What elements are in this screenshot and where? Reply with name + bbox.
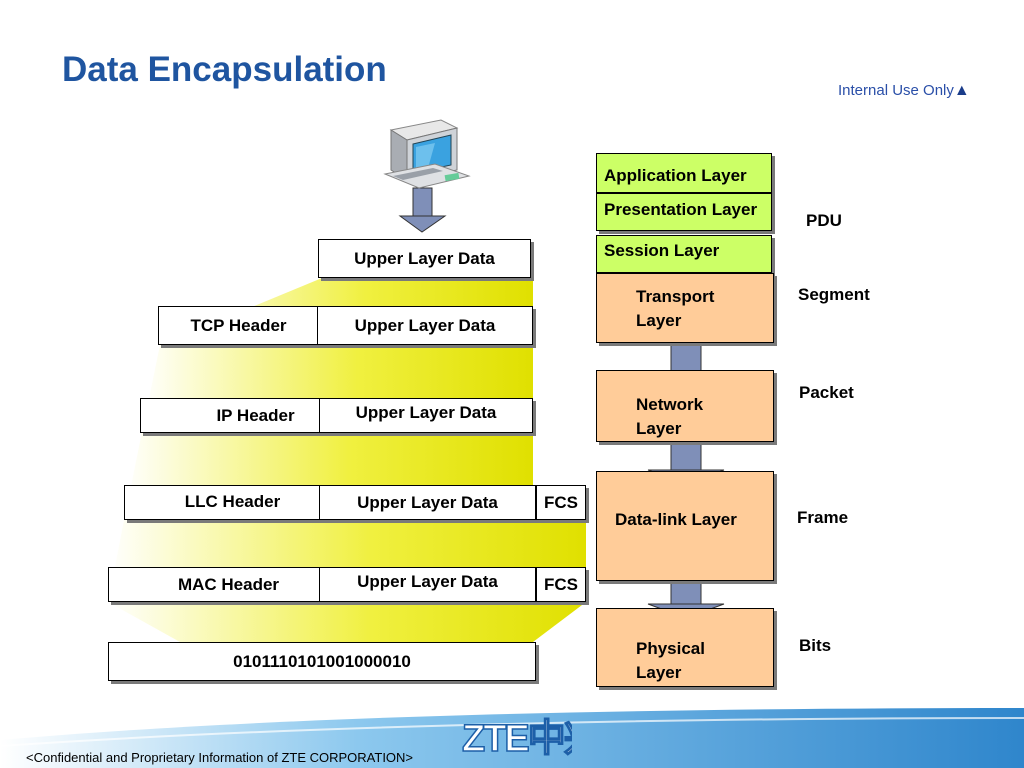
layer-network-line2: Layer (636, 419, 682, 438)
row3-data: Upper Layer Data (319, 398, 533, 433)
layer-physical-line1: Physical (636, 639, 705, 658)
layer-session: Session Layer (596, 235, 772, 273)
layer-datalink-label: Data-link Layer (615, 510, 737, 529)
row5-mac-header: MAC Header (108, 567, 321, 602)
computer-icon (383, 119, 471, 189)
zte-logo-graphic: ZTE中兴 (461, 717, 603, 761)
layer-transport-line1: Transport (636, 287, 715, 306)
triangle-icon: ▲ (953, 82, 970, 99)
layer-physical: Physical Layer (596, 608, 774, 687)
zte-logo-text: ZTE中兴 (462, 718, 572, 759)
row4-llc-header: LLC Header (124, 485, 321, 520)
pdu-frame: Frame (797, 508, 849, 527)
pdu-segment: Segment (798, 285, 870, 304)
row2-tcp-header: TCP Header (158, 306, 319, 345)
layer-physical-line2: Layer (636, 663, 682, 682)
row6-bits: 0101110101001000010 (108, 642, 536, 681)
row3-ip-header: IP Header (140, 398, 321, 433)
row2-data: Upper Layer Data (317, 306, 533, 345)
footer-wave (0, 708, 1024, 768)
row5-data: Upper Layer Data (319, 567, 536, 602)
internal-use-label: Internal Use Only▲ (838, 82, 970, 99)
row4-data: Upper Layer Data (319, 485, 536, 520)
row1-data: Upper Layer Data (318, 239, 531, 278)
funnel-segment-5 (108, 602, 586, 642)
layer-transport-line2: Layer (636, 311, 682, 330)
layer-application: Application Layer (596, 153, 772, 193)
layer-network-line1: Network (636, 395, 704, 414)
layer-presentation: Presentation Layer (596, 193, 772, 231)
layer-transport: Transport Layer (596, 273, 774, 343)
row4-fcs: FCS (536, 485, 586, 520)
pdu-bits: Bits (799, 636, 832, 655)
pdu-packet: Packet (799, 383, 854, 402)
zte-logo: ZTE中兴 (461, 715, 603, 764)
layer-datalink: Data-link Layer (596, 471, 774, 581)
row5-fcs: FCS (536, 567, 586, 602)
page-title: Data Encapsulation (62, 50, 387, 89)
confidential-notice: <Confidential and Proprietary Informatio… (26, 750, 414, 765)
layer-network: Network Layer (596, 370, 774, 442)
pdu-label: PDU (806, 211, 842, 230)
down-arrow-icon (398, 187, 447, 233)
